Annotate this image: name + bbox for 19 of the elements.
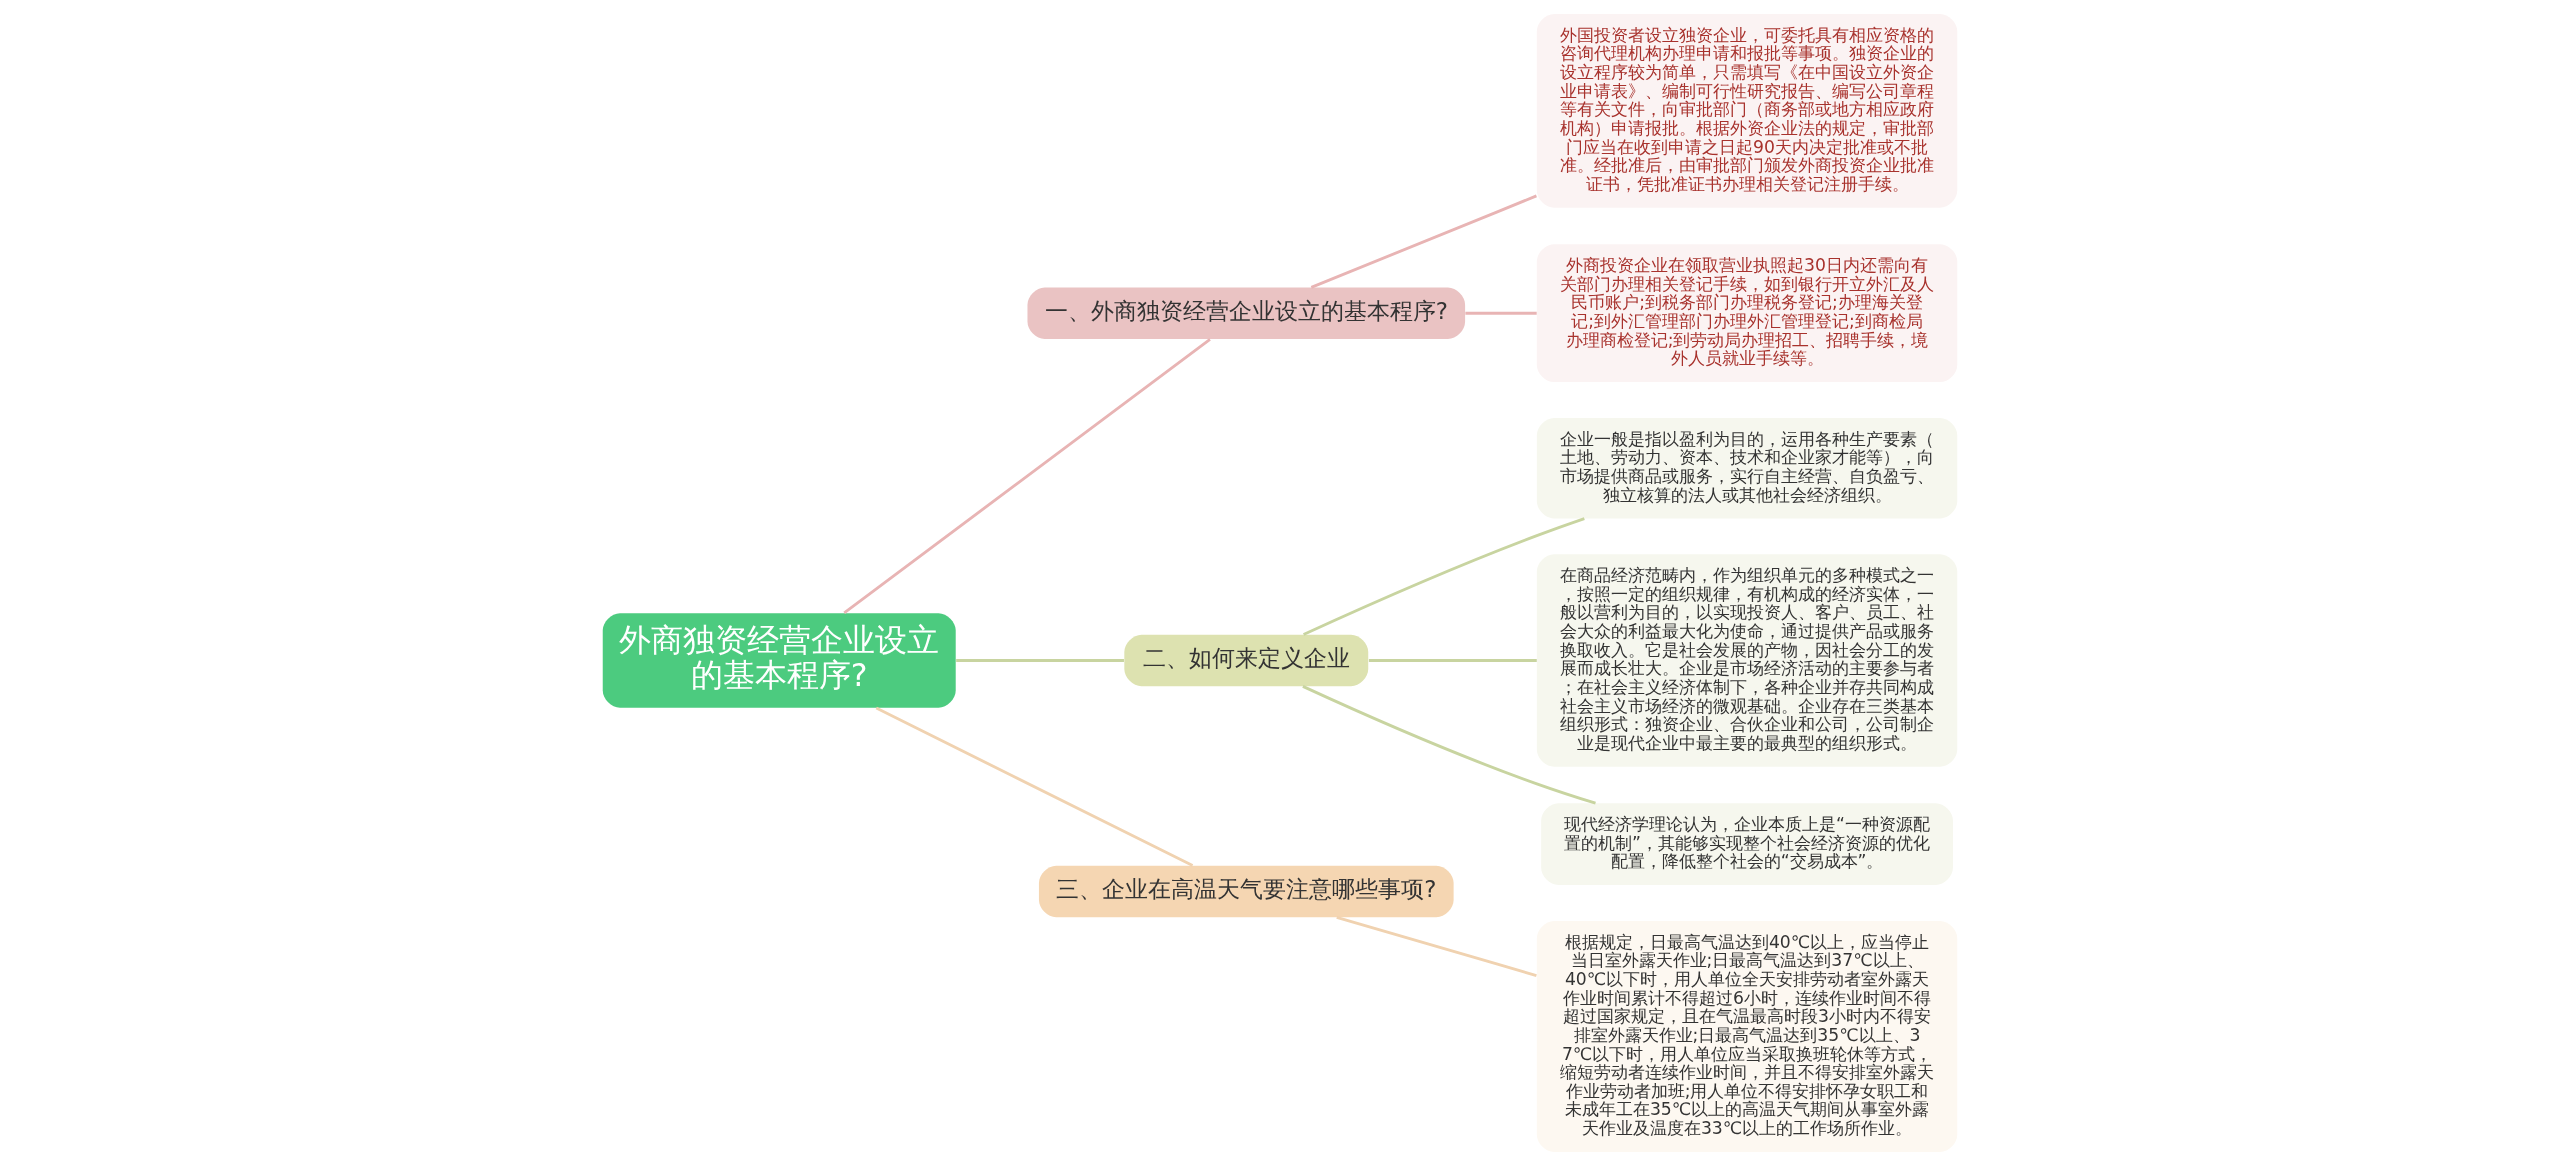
connector xyxy=(1465,311,1537,315)
connector xyxy=(1336,916,1537,977)
connector xyxy=(1368,659,1537,662)
connector xyxy=(1302,517,1585,636)
node-box: 现代经济学理论认为，企业本质上是“一种资源配置的机制”，其能够实现整个社会经济资源的优化配置，降低整个社会的“交易成本”。 xyxy=(1541,803,1953,886)
node-box: 在商品经济范畴内，作为组织单元的多种模式之一，按照一定的组织规律，有机构成的经济实体，一般以营利为目的，以实现投资人、客户、员工、社会大众的利益最大化为使命，通过提供产品或服务换取收入。它是社会发展的产物，因社会分工的发展而成长壮大。企业是市场经济活动的主要参与者；在社会主义经济体制下，各种企业并存共同构成社会主义市场经济的微观基础。企业存在三类基本组织形式：独资企业、合伙企业和公司，公司制企业是现代企业中最主要的最典型的组织形式。 xyxy=(1536,554,1958,767)
connector xyxy=(1310,194,1537,289)
node-box: 三、企业在高温天气要注意哪些事项? xyxy=(1038,865,1454,918)
node-box: 外商投资企业在领取营业执照起30日内还需向有关部门办理相关登记手续，如到银行开立外汇及人民币账户;到税务部门办理税务登记;办理海关登记;到外汇管理部门办理外汇管理登记;到商检局办理商检登记;到劳动局办理招工、招聘手续，境外人员就业手续等。 xyxy=(1536,244,1958,383)
node-box: 根据规定，日最高气温达到40℃以上，应当停止当日室外露天作业;日最高气温达到37℃以上、40℃以下时，用人单位全天安排劳动者室外露天作业时间累计不得超过6小时，连续作业时间不得超过国家规定，且在气温最高时段3小时内不得安排室外露天作业;日最高气温达到35℃以上、37℃以下时，用人单位应当采取换班轮休等方式，缩短劳动者连续作业时间，并且不得安排室外露天作业劳动者加班;用人单位不得安排怀孕女职工和未成年工在35℃以上的高温天气期间从事室外露天作业及温度在33℃以上的工作场所作业。 xyxy=(1536,920,1958,1152)
connector xyxy=(875,706,1194,867)
node-box: 一、外商独资经营企业设立的基本程序? xyxy=(1027,287,1466,340)
connector xyxy=(956,659,1124,662)
node-box: 二、如何来定义企业 xyxy=(1124,634,1369,687)
connector xyxy=(1302,685,1596,805)
node-box: 外商独资经营企业设立的基本程序? xyxy=(602,613,956,708)
connector xyxy=(843,338,1211,615)
node-box: 外国投资者设立独资企业，可委托具有相应资格的咨询代理机构办理申请和报批等事项。独资企业的设立程序较为简单，只需填写《在中国设立外资企业申请表》、编制可行性研究报告、编写公司章程等有关文件，向审批部门（商务部或地方相应政府机构）申请报批。根据外资企业法的规定，审批部门应当在收到申请之日起90天内决定批准或不批准。经批准后，由审批部门颁发外商投资企业批准证书，凭批准证书办理相关登记注册手续。 xyxy=(1536,14,1958,208)
node-box: 企业一般是指以盈利为目的，运用各种生产要素（土地、劳动力、资本、技术和企业家才能等），向市场提供商品或服务，实行自主经营、自负盈亏、独立核算的法人或其他社会经济组织。 xyxy=(1536,418,1958,519)
